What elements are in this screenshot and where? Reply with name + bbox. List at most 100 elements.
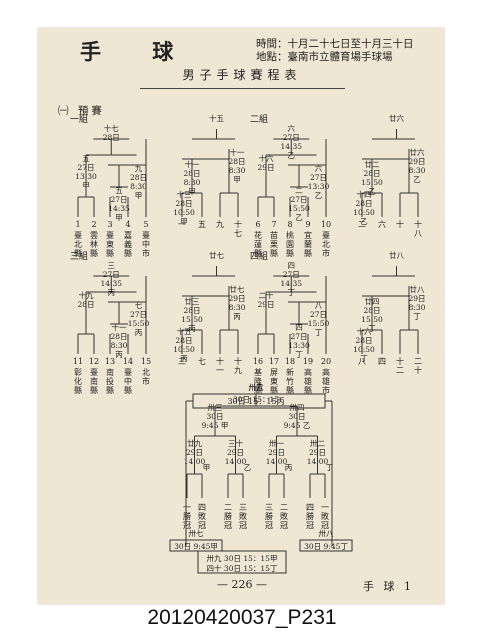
left-box-number: 卅七 — [189, 529, 204, 538]
vertical-char: 縣 — [124, 385, 132, 395]
vertical-char: 市 — [142, 376, 150, 386]
game-number: 二 — [295, 186, 303, 195]
game-date: 27日 — [130, 310, 147, 319]
final-number: 卅六 — [249, 382, 264, 392]
team-number: 5 — [143, 220, 148, 229]
game-date: 28日 — [183, 169, 200, 178]
game-number: 十一 — [230, 147, 245, 157]
team-number: 14 — [123, 357, 133, 366]
game-court: 丁 — [413, 312, 421, 321]
team-name: 宜蘭縣 — [304, 230, 312, 258]
game-number: 十四 — [357, 189, 372, 199]
vertical-char: 中 — [142, 239, 150, 249]
vertical-char: 縣 — [286, 248, 294, 258]
quarter-time: 14:00 — [225, 457, 247, 466]
game-time: 8:30 — [184, 178, 201, 187]
team-number: 10 — [321, 220, 331, 229]
vertical-char: 桃 — [286, 230, 294, 240]
vertical-char: 市 — [322, 248, 330, 258]
vertical-char: 敗 — [321, 511, 329, 521]
vertical-char: 冠 — [280, 521, 288, 530]
game-number: 三 — [108, 261, 116, 270]
game-number: 二十 — [259, 290, 274, 300]
game-date: 27日 — [283, 270, 300, 279]
game-number: 廿七 — [230, 284, 245, 294]
game-time: 15:50 — [361, 315, 383, 324]
quarter-number: 三十 — [228, 438, 243, 448]
game-date: 27日 — [290, 195, 307, 204]
schedule-time: 時間：十月二十七日至十月三十日 — [256, 38, 414, 50]
vertical-char: 屏 — [270, 368, 278, 377]
game-time: 10:50 — [173, 345, 195, 354]
game-time: 8:30 — [409, 166, 426, 175]
vertical-char: 雲 — [90, 231, 98, 240]
quarter-court: 甲 — [203, 463, 211, 472]
entrant-label: 四敗冠 — [198, 503, 206, 530]
vertical-char: 二 — [414, 357, 422, 366]
vertical-char: 八 — [358, 357, 366, 366]
game-number: 十六 — [259, 153, 274, 163]
right-box-number: 卅八 — [319, 529, 334, 538]
entrant-label: 四勝冠 — [306, 503, 314, 530]
game-date: 28日 — [77, 300, 94, 309]
vertical-char: 縣 — [106, 248, 114, 258]
game-number: 五 — [115, 186, 123, 195]
vertical-char: 四 — [198, 503, 206, 512]
game-number: 廿六 — [410, 147, 425, 157]
vertical-char: 隆 — [254, 376, 262, 386]
quarter-date: 29日 — [309, 448, 326, 457]
vertical-char: 基 — [254, 367, 262, 377]
game-court: 乙 — [413, 175, 421, 184]
running-footer: 手 球 1 — [363, 580, 414, 593]
game-time: 15:50 — [308, 319, 330, 328]
vertical-char: 十 — [414, 219, 422, 229]
vertical-char: 雄 — [322, 376, 330, 386]
vertical-char: 二 — [358, 220, 366, 229]
vertical-char: 縣 — [304, 385, 312, 395]
vertical-char: 四 — [378, 357, 386, 366]
vertical-char: 冠 — [198, 521, 206, 530]
team-name: 新竹縣 — [286, 367, 294, 395]
vertical-char: 北 — [322, 240, 330, 249]
game-number: 十九 — [79, 290, 94, 300]
team-name: 高雄市 — [322, 367, 330, 395]
game-date: 28日 — [175, 336, 192, 345]
quarter-court: 丁 — [326, 463, 334, 472]
game-number: 十七 — [104, 123, 119, 133]
game-time: 13:30 — [75, 172, 97, 181]
game-number: 十一 — [185, 159, 200, 169]
game-number: 十一 — [112, 322, 127, 332]
slot-label: 六 — [378, 219, 386, 229]
game-date: 27日 — [310, 310, 327, 319]
vertical-char: 九 — [216, 220, 224, 229]
quarter-number: 卅一 — [269, 439, 284, 448]
vertical-char: 十 — [234, 356, 242, 366]
vertical-char: 臺 — [142, 230, 150, 240]
vertical-char: 北 — [74, 240, 82, 249]
game-date: 28日 — [103, 133, 120, 142]
quarter-time: 14:00 — [266, 457, 288, 466]
team-name: 臺北市 — [322, 230, 330, 258]
vertical-char: 彰 — [74, 367, 82, 377]
game-court: 丙 — [135, 328, 143, 337]
game-number: 四 — [295, 323, 303, 332]
slot-label: 七 — [198, 357, 206, 366]
quarter-time: 14:00 — [307, 457, 329, 466]
entrant-label: 二敗冠 — [280, 503, 288, 530]
game-date: 29日 — [257, 163, 274, 172]
team-number: 17 — [269, 357, 279, 366]
right-box-text: 30日 9:45丁 — [304, 542, 348, 551]
vertical-char: 縣 — [304, 248, 312, 258]
game-time: 14:35 — [280, 279, 302, 288]
game-date: 29日 — [257, 300, 274, 309]
vertical-char: 冠 — [265, 521, 273, 530]
game-court: 甲 — [188, 187, 196, 196]
vertical-char: 臺 — [124, 367, 132, 377]
vertical-char: 二 — [396, 366, 404, 375]
game-court: 丁 — [368, 324, 376, 333]
final-box-text: 30日 15：15丙 — [227, 397, 284, 406]
slot-label: 十七 — [234, 219, 242, 238]
vertical-char: 二 — [280, 503, 288, 512]
game-date: 28日 — [355, 199, 372, 208]
